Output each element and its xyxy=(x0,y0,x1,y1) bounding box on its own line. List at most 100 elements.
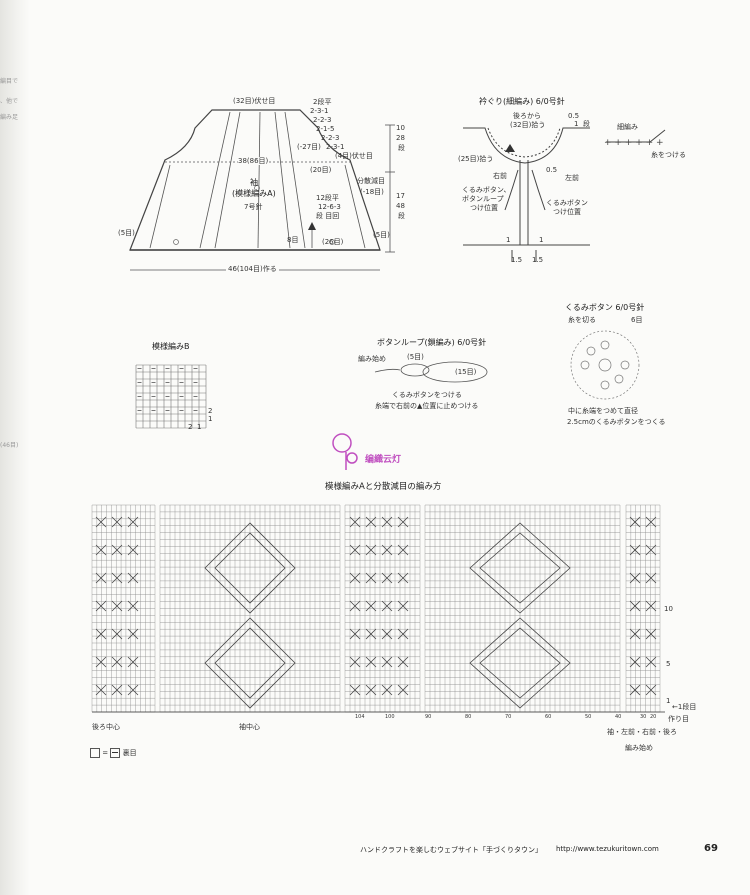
collar-dim-1b: 1 xyxy=(539,236,544,244)
cable-cross xyxy=(629,656,641,668)
pattern-b-row-2: 2 xyxy=(208,407,213,415)
collar-row-unit: 段 xyxy=(583,120,590,128)
edge-fragment: 、他で xyxy=(0,98,19,105)
covered-button-note-0: 中に糸端をつめて直径 xyxy=(568,407,638,415)
chart-legend: = 裏目 xyxy=(90,748,137,758)
cable-cross xyxy=(645,684,657,696)
chart-col-number: 80 xyxy=(465,714,472,720)
footer-site-name: ハンドクラフトを楽しむウェブサイト「手づくりタウン」 xyxy=(360,846,542,854)
sleeve-step-1: 2-3-1 xyxy=(310,107,329,115)
sleeve-step-2: 2-2-3 xyxy=(313,116,332,124)
cable-cross xyxy=(397,572,409,584)
cable-cross xyxy=(95,544,107,556)
cable-cross xyxy=(381,684,393,696)
collar-st-25: (25目)拾う xyxy=(458,155,494,163)
button-loop-note: 糸端で右前の▲位置に止めつける xyxy=(375,402,479,410)
pattern-b-col-1: 1 xyxy=(197,423,202,431)
page-gutter-shadow xyxy=(0,0,30,895)
cable-cross xyxy=(381,600,393,612)
sleeve-st-20: (20目) xyxy=(310,166,332,174)
collar-dim-1a: 1 xyxy=(506,236,511,244)
cable-cross xyxy=(349,684,361,696)
cable-cross xyxy=(127,628,139,640)
cable-cross xyxy=(365,572,377,584)
sleeve-step-3: 2-1-5 xyxy=(316,125,335,133)
legend-blank-square xyxy=(90,748,100,758)
cable-cross xyxy=(95,516,107,528)
cable-cross xyxy=(349,656,361,668)
chart-parts: 袖・左前・右前・後ろ xyxy=(607,728,677,736)
cable-cross xyxy=(645,600,657,612)
cable-cross xyxy=(127,656,139,668)
sleeve-needle: 7号針 xyxy=(244,203,263,211)
chart-row1-label: ←1段目 xyxy=(672,703,697,711)
cable-cross xyxy=(111,628,123,640)
chart-row-1: 1 xyxy=(666,697,671,705)
button-loop-st5: (5目) xyxy=(407,353,424,361)
sc-label: 細編み xyxy=(617,123,638,131)
covered-button-note-1: 2.5cmのくるみボタンをつくる xyxy=(567,418,666,426)
covered-button-rounds: 6目 xyxy=(631,316,643,324)
legend-purl-text: 裏目 xyxy=(122,749,137,757)
chart-row-10: 10 xyxy=(664,605,673,613)
cable-cross xyxy=(365,544,377,556)
sleeve-width-mid: 38(86目) xyxy=(238,157,269,165)
pattern-b-row-1: 1 xyxy=(208,415,213,423)
cable-cross xyxy=(629,628,641,640)
cable-diamond xyxy=(204,617,296,709)
collar-dim-05a: 0.5 xyxy=(568,112,580,120)
cable-cross xyxy=(111,544,123,556)
chart-row-5: 5 xyxy=(666,660,671,668)
sleeve-rows-1: 12-6-3 xyxy=(318,203,341,211)
collar-btn-pos2-0: くるみボタン xyxy=(546,199,588,207)
chart-col-number: 60 xyxy=(545,714,552,720)
collar-btn-pos-1: ボタンループ xyxy=(462,195,504,203)
sleeve-left-cast-off: (-27目) xyxy=(297,143,321,151)
cable-cross xyxy=(365,600,377,612)
cable-cross xyxy=(111,516,123,528)
edge-fragment: 編み足 xyxy=(0,114,19,121)
cable-cross xyxy=(349,544,361,556)
cable-cross xyxy=(629,544,641,556)
cable-cross xyxy=(95,684,107,696)
watermark-text: 编織云灯 xyxy=(365,455,402,465)
cable-cross xyxy=(111,572,123,584)
cable-diamond xyxy=(469,617,571,709)
cable-cross xyxy=(111,656,123,668)
stitch-chart-title: 模様編みAと分散減目の編み方 xyxy=(325,482,442,492)
cable-cross xyxy=(365,628,377,640)
sleeve-step-0: 2段平 xyxy=(313,98,332,106)
cable-cross xyxy=(349,628,361,640)
sleeve-dim-top-0: 10 xyxy=(396,124,405,132)
sleeve-bottom-width: 46(104目)作る xyxy=(226,265,279,273)
sleeve-rows-0: 12段平 xyxy=(316,194,339,202)
cable-cross xyxy=(381,628,393,640)
cable-cross xyxy=(397,544,409,556)
covered-button-cut: 糸を切る xyxy=(568,316,596,324)
sleeve-dim-bottom-0: 17 xyxy=(396,192,405,200)
legend-purl-square xyxy=(110,748,121,758)
cable-cross xyxy=(349,516,361,528)
cable-cross xyxy=(629,516,641,528)
pattern-b-title: 模様編みB xyxy=(152,342,190,351)
chart-col-number: 90 xyxy=(425,714,432,720)
cable-cross xyxy=(381,544,393,556)
cable-cross xyxy=(381,572,393,584)
cable-cross xyxy=(127,684,139,696)
button-loop-title: ボタンループ(鎖編み) 6/0号針 xyxy=(377,338,487,347)
sleeve-left-5: (5目) xyxy=(118,229,135,237)
collar-back-from: 後ろから xyxy=(513,112,541,120)
sleeve-dim-top-2: 段 xyxy=(398,144,405,152)
cable-cross xyxy=(397,684,409,696)
footer-url[interactable]: http://www.tezukuritown.com xyxy=(556,845,659,853)
cable-cross xyxy=(629,572,641,584)
cable-cross xyxy=(95,600,107,612)
sleeve-dim-bottom-2: 段 xyxy=(398,212,405,220)
chart-col-number: 40 xyxy=(615,714,622,720)
cable-cross xyxy=(629,684,641,696)
thread-attach-label: 糸をつける xyxy=(651,151,686,159)
